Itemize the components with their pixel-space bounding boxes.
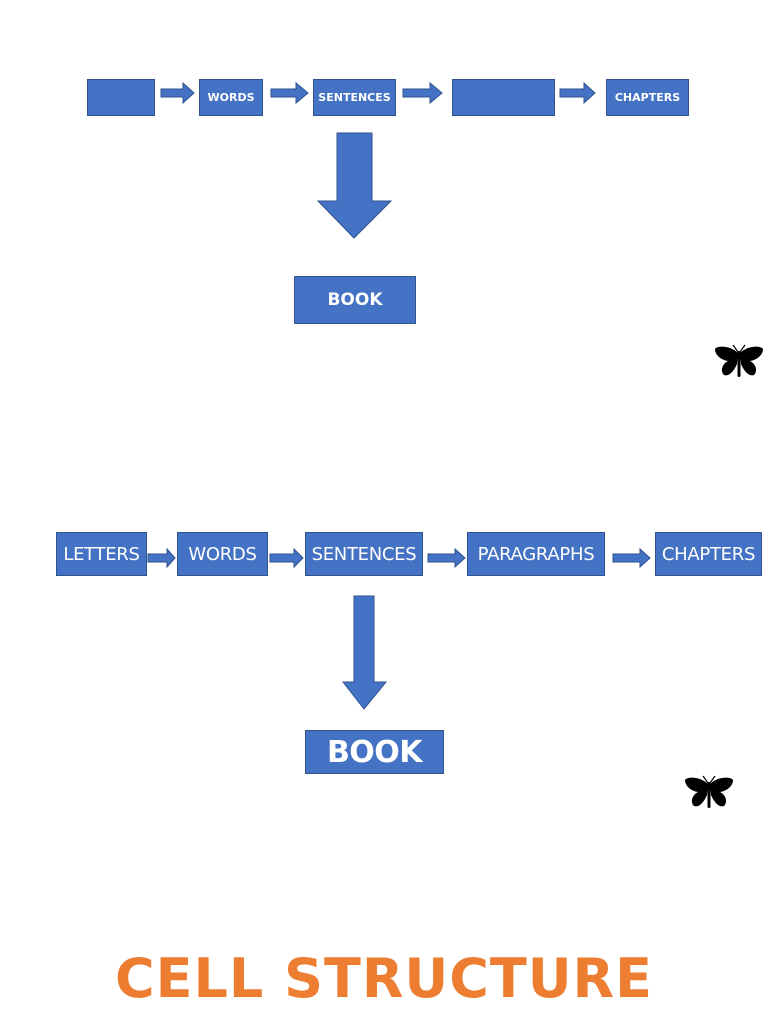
top-arrow-right-4 (559, 81, 596, 105)
top-box-blank-1 (87, 79, 155, 116)
top-arrow-right-2 (270, 81, 309, 105)
butterfly-icon (685, 775, 733, 808)
top-arrow-right-3 (402, 81, 443, 105)
bottom-arrow-right-1 (147, 547, 176, 569)
bottom-box-book: BOOK (305, 730, 444, 774)
top-box-blank-2 (452, 79, 555, 116)
bottom-arrow-down (341, 595, 388, 710)
bottom-box-words: WORDS (177, 532, 268, 576)
top-arrow-right-1 (160, 81, 195, 105)
bottom-box-paragraphs: PARAGRAPHS (467, 532, 605, 576)
bottom-arrow-right-4 (612, 547, 651, 569)
top-box-sentences: SENTENCES (313, 79, 396, 116)
bottom-arrow-right-3 (427, 547, 466, 569)
top-box-chapters: CHAPTERS (606, 79, 689, 116)
top-box-words: WORDS (199, 79, 263, 116)
bottom-box-sentences: SENTENCES (305, 532, 423, 576)
top-box-book: BOOK (294, 276, 416, 324)
page-title: CELL STRUCTURE (114, 947, 654, 1010)
bottom-box-chapters: CHAPTERS (655, 532, 762, 576)
bottom-arrow-right-2 (269, 547, 304, 569)
butterfly-icon (715, 344, 763, 377)
bottom-box-letters: LETTERS (56, 532, 147, 576)
top-arrow-down (316, 132, 393, 239)
